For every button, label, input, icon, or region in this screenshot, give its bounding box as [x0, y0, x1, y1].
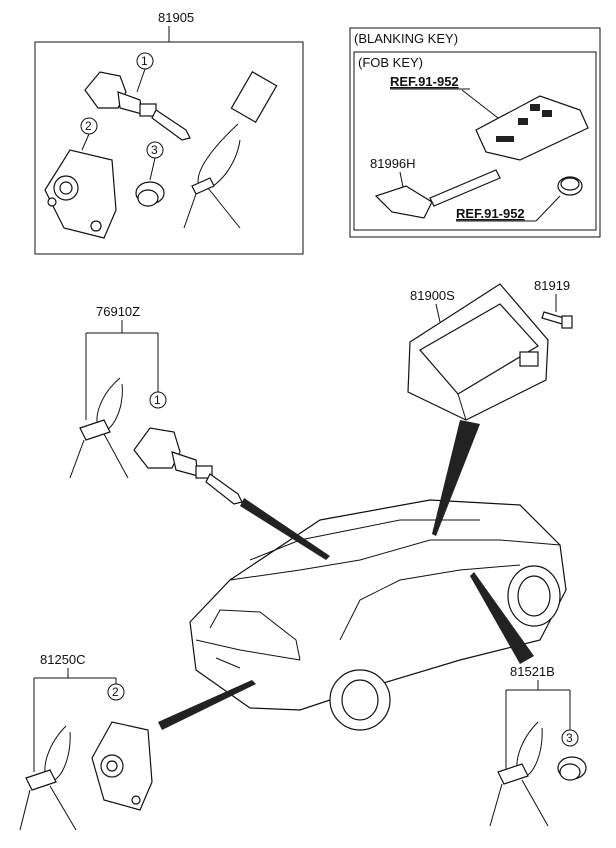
part-number-81919: 81919: [534, 278, 570, 293]
car-icon: [189, 499, 567, 731]
kit-81521B-group: 81521B 3: [489, 664, 587, 827]
ref-fob-key: REF.91-952: [390, 74, 459, 89]
part-number-76910Z: 76910Z: [96, 304, 140, 319]
blanking-key-title: (BLANKING KEY): [354, 31, 458, 46]
callout-2b-text: 2: [112, 685, 119, 699]
part-number-81996H: 81996H: [370, 156, 416, 171]
callout-2b: [107, 683, 125, 701]
kit-81905-box: [34, 41, 304, 255]
ref-battery: REF.91-952: [456, 206, 525, 221]
part-number-81900S: 81900S: [410, 288, 455, 303]
callout-2-text: 2: [85, 119, 92, 133]
callout-3-text: 3: [151, 143, 158, 157]
control-module-icon: [407, 283, 549, 421]
door-lock-icon: [44, 149, 117, 239]
part-number-81521B: 81521B: [510, 664, 555, 679]
callout-1-text: 1: [141, 54, 148, 68]
pointer-76910Z: [240, 498, 330, 560]
module-group: 81900S 81919: [407, 278, 573, 421]
pointer-81900S: [432, 420, 480, 536]
fob-key-box: [353, 51, 597, 231]
callout-1b-text: 1: [154, 393, 161, 407]
cap-icon: [557, 756, 587, 781]
callout-1b: [149, 391, 167, 409]
blank-key-icon: [374, 169, 501, 219]
key-icon: [183, 70, 278, 229]
pointer-81250C: [158, 680, 256, 730]
part-number-81905: 81905: [158, 10, 194, 25]
cap-icon: [135, 181, 165, 207]
key-icon: [19, 725, 77, 831]
part-number-81250C: 81250C: [40, 652, 86, 667]
key-icon: [69, 377, 129, 479]
fob-key-title: (FOB KEY): [358, 55, 423, 70]
callout-3b: [561, 729, 579, 747]
callout-3b-text: 3: [566, 731, 573, 745]
pointer-81521B: [470, 572, 534, 664]
blanking-key-box: [349, 27, 601, 238]
door-lock-icon: [91, 721, 153, 811]
kit-81905-group: 81905 1 2 3: [34, 10, 304, 255]
kit-81250C-group: 81250C 2: [19, 652, 153, 831]
key-cylinder-icon: [84, 71, 191, 141]
fob-key-icon: [475, 95, 589, 161]
bolt-icon: [541, 311, 573, 329]
kit-76910Z-group: 76910Z 1: [69, 304, 243, 505]
battery-icon: [557, 176, 583, 196]
blanking-key-group: (BLANKING KEY) (FOB KEY) REF.91-952 8199…: [349, 27, 601, 238]
key-cylinder-icon: [133, 427, 243, 505]
key-icon: [489, 721, 549, 827]
